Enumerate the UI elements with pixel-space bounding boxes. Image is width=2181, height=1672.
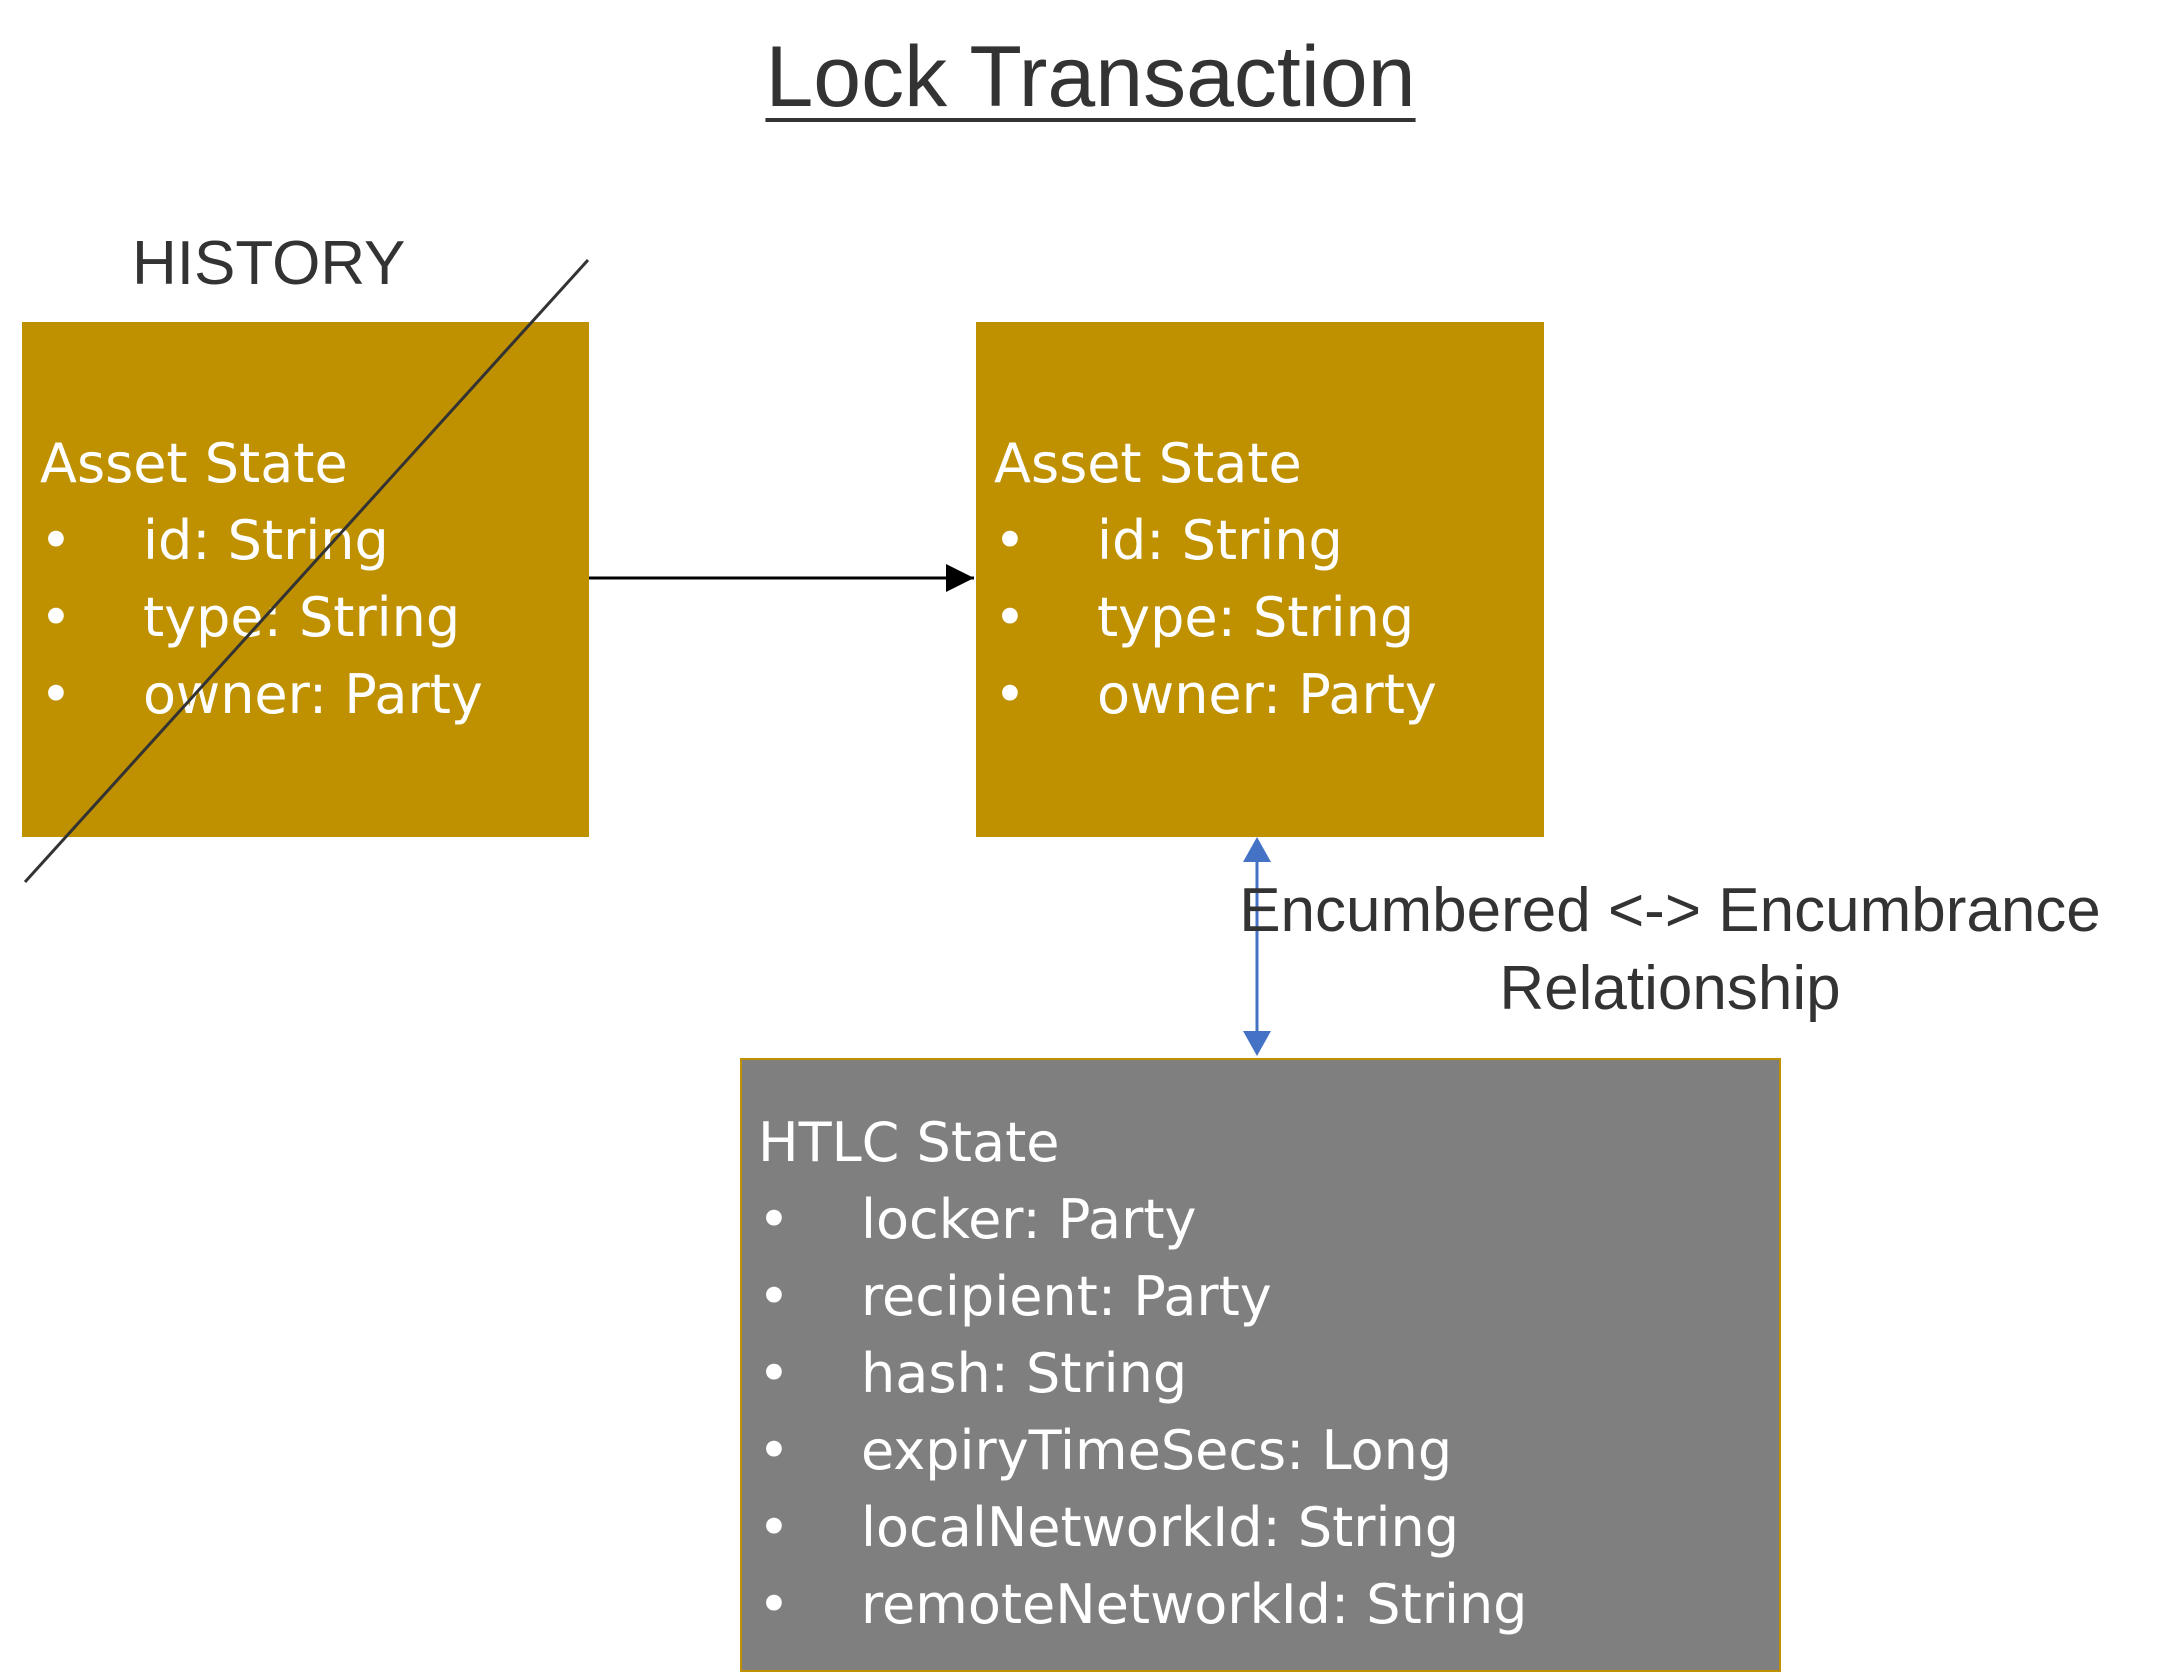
field-item: • remoteNetworkId: String <box>758 1566 1779 1643</box>
history-label: HISTORY <box>132 229 406 298</box>
bullet: • <box>758 1342 790 1405</box>
transition-arrow-head <box>946 564 974 592</box>
htlc-state-box: HTLC State • locker: Party • recipient: Pa… <box>740 1058 1781 1672</box>
page-title: Lock Transaction <box>765 29 1416 125</box>
bullet: • <box>758 1188 790 1251</box>
field-text: hash: String <box>861 1342 1188 1405</box>
bullet: • <box>40 509 72 572</box>
bullet: • <box>758 1419 790 1482</box>
bullet: • <box>758 1496 790 1559</box>
field-text: type: String <box>1097 586 1415 649</box>
field-item: • owner: Party <box>994 656 1544 733</box>
field-text: expiryTimeSecs: Long <box>861 1419 1453 1482</box>
field-text: type: String <box>143 586 461 649</box>
field-item: • recipient: Party <box>758 1258 1779 1335</box>
field-item: • locker: Party <box>758 1181 1779 1258</box>
bullet: • <box>994 586 1026 649</box>
field-text: remoteNetworkId: String <box>861 1573 1528 1636</box>
field-item: • owner: Party <box>40 656 589 733</box>
field-item: • id: String <box>40 502 589 579</box>
field-item: • id: String <box>994 502 1544 579</box>
encumbrance-arrow-head-down <box>1243 1031 1271 1056</box>
field-text: owner: Party <box>1097 663 1437 726</box>
encumbrance-arrow-head-up <box>1243 837 1271 862</box>
bullet: • <box>758 1573 790 1636</box>
bullet: • <box>994 663 1026 726</box>
field-text: id: String <box>143 509 389 572</box>
field-text: owner: Party <box>143 663 483 726</box>
field-item: • type: String <box>994 579 1544 656</box>
bullet: • <box>40 663 72 726</box>
field-text: locker: Party <box>861 1188 1197 1251</box>
field-item: • expiryTimeSecs: Long <box>758 1412 1779 1489</box>
asset-state-history-box: Asset State • id: String • type: String • o… <box>22 322 589 837</box>
bullet: • <box>40 586 72 649</box>
field-item: • type: String <box>40 579 589 656</box>
htlc-state-field-list: • locker: Party • recipient: Party • hash: … <box>758 1181 1779 1643</box>
asset-state-field-list: • id: String • type: String • owner: Party <box>40 502 589 733</box>
relationship-label-line1: Encumbered <-> Encumbrance <box>1239 876 2101 945</box>
field-text: recipient: Party <box>861 1265 1272 1328</box>
relationship-label-line2: Relationship <box>1499 954 1841 1023</box>
field-text: localNetworkId: String <box>861 1496 1460 1559</box>
bullet: • <box>994 509 1026 572</box>
bullet: • <box>758 1265 790 1328</box>
asset-state-title: Asset State <box>994 432 1302 495</box>
asset-state-current-box: Asset State • id: String • type: String • o… <box>976 322 1544 837</box>
field-item: • localNetworkId: String <box>758 1489 1779 1566</box>
htlc-state-title: HTLC State <box>758 1111 1060 1174</box>
asset-state-field-list: • id: String • type: String • owner: Party <box>994 502 1544 733</box>
relationship-label: Encumbered <-> Encumbrance Relationship <box>1215 872 2125 1028</box>
asset-state-title: Asset State <box>40 432 348 495</box>
field-text: id: String <box>1097 509 1343 572</box>
field-item: • hash: String <box>758 1335 1779 1412</box>
